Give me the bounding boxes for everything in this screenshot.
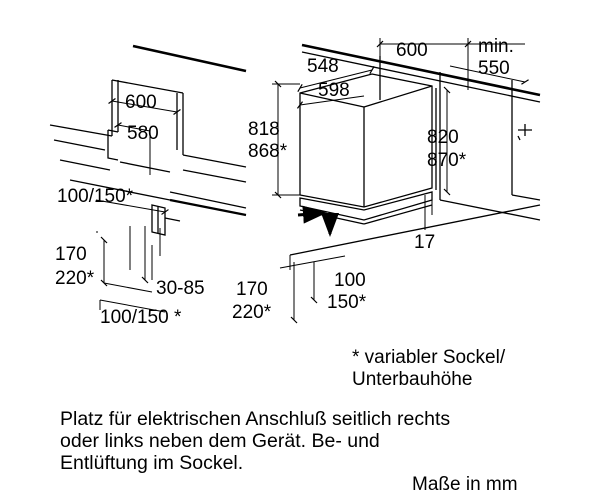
ventilation-arrows <box>297 205 339 237</box>
left-height-b-label: 220* <box>55 268 95 289</box>
footnote-line-1: * variabler Sockel/ <box>352 347 506 368</box>
left-niche-view <box>49 44 247 236</box>
left-sockel-label: 100/150* <box>57 186 134 207</box>
right-min-label: min. <box>478 36 514 57</box>
right-niche-view <box>289 43 541 256</box>
right-niche-width-label: 600 <box>396 40 428 61</box>
left-width-top-label: 600 <box>125 92 157 113</box>
right-niche-depth-label: 550 <box>478 58 510 79</box>
right-foot-b-label: 220* <box>232 302 272 323</box>
right-niche-height-b-label: 870* <box>427 150 467 171</box>
right-depth-label: 548 <box>307 56 339 77</box>
info-line-3: Entlüftung im Sockel. <box>60 452 244 474</box>
info-line-1: Platz für elektrischen Anschluß seitlich… <box>60 408 451 430</box>
info-line-2: oder links neben dem Gerät. Be- und <box>60 430 380 452</box>
footnote-line-2: Unterbauhöhe <box>352 369 473 390</box>
left-width-inner-label: 580 <box>127 123 159 144</box>
footnote: * variabler Sockel/ Unterbauhöhe <box>352 347 505 391</box>
right-dimensions <box>272 38 529 324</box>
right-width-label: 598 <box>318 80 350 101</box>
countertop-edge <box>132 44 247 73</box>
right-height-a-label: 818 <box>248 119 280 140</box>
left-dimensions <box>95 98 181 313</box>
right-plinth-b-label: 150* <box>327 292 367 313</box>
left-depth-range-label: 30-85 <box>156 278 205 299</box>
left-height-a-label: 170 <box>55 244 87 265</box>
right-offset-label: 17 <box>414 232 435 253</box>
installation-info: Platz für elektrischen Anschluß seitlich… <box>60 408 450 474</box>
units-label: Maße in mm <box>412 474 518 495</box>
right-niche-height-a-label: 820 <box>427 127 459 148</box>
right-foot-a-label: 170 <box>236 279 268 300</box>
left-bottom-label: 100/150 * <box>100 307 182 328</box>
right-height-b-label: 868* <box>248 141 288 162</box>
right-plinth-a-label: 100 <box>334 270 366 291</box>
